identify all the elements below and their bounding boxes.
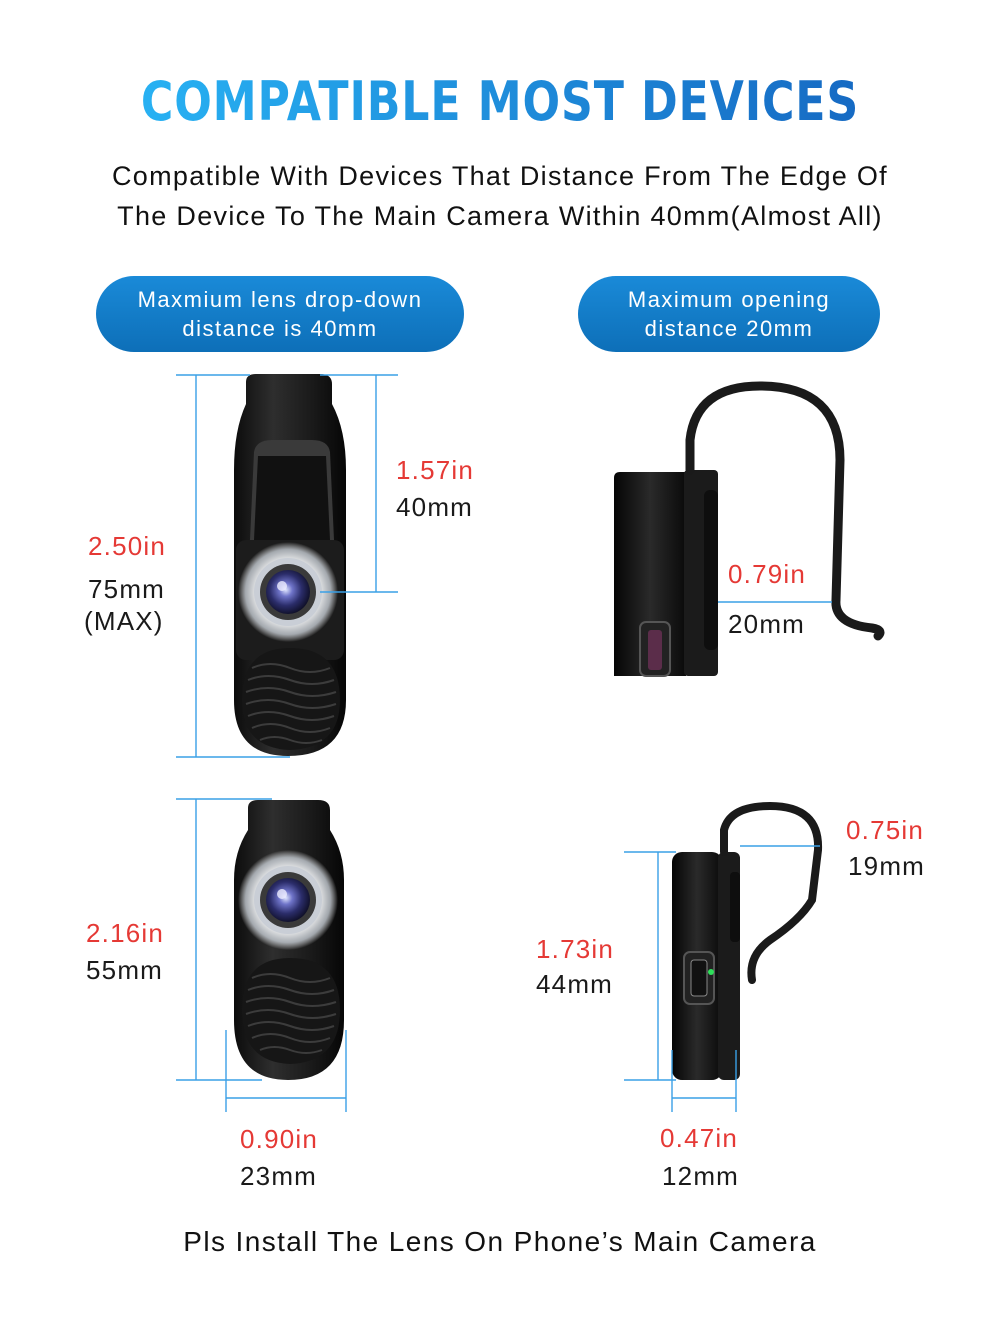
body-height-mm: 44mm <box>536 969 614 999</box>
drop-down-distance-badge: Maxmium lens drop-down distance is 40mm <box>96 276 464 352</box>
opening-distance-badge: Maximum opening distance 20mm <box>578 276 880 352</box>
extended-height-mm: 75mm <box>88 574 166 604</box>
retracted-height-mm: 55mm <box>86 955 164 985</box>
lens-icon <box>266 570 310 614</box>
retracted-lens-icon <box>266 878 310 922</box>
dimension-lines <box>176 374 832 1112</box>
clip-inches: 0.75in <box>846 815 925 845</box>
drop-down-badge-line-2: distance is 40mm <box>182 316 378 341</box>
lens-retracted-front-view <box>234 800 344 1080</box>
lens-retracted-side-view <box>672 801 823 1080</box>
width-mm: 23mm <box>240 1161 318 1191</box>
page-title: COMPATIBLE MOST DEVICES <box>90 70 910 133</box>
install-instruction: Pls Install The Lens On Phone’s Main Cam… <box>183 1226 817 1257</box>
lens-extended-side-view <box>614 381 885 677</box>
lens-extended-front-view <box>234 374 346 756</box>
extended-height-note: (MAX) <box>84 606 164 636</box>
retracted-height-inches: 2.16in <box>86 918 165 948</box>
opening-inches: 0.79in <box>728 559 807 589</box>
drop-down-inches: 1.57in <box>396 455 475 485</box>
opening-badge-line-1: Maximum opening <box>627 287 831 312</box>
body-height-inches: 1.73in <box>536 934 615 964</box>
thickness-mm: 12mm <box>662 1161 740 1191</box>
opening-mm: 20mm <box>728 609 806 639</box>
status-led-icon <box>708 969 714 975</box>
subtitle-line-1: Compatible With Devices That Distance Fr… <box>112 161 888 191</box>
subtitle-line-2: The Device To The Main Camera Within 40m… <box>117 201 883 231</box>
opening-badge-line-2: distance 20mm <box>644 316 814 341</box>
extended-height-inches: 2.50in <box>88 531 167 561</box>
clip-mm: 19mm <box>848 851 926 881</box>
width-inches: 0.90in <box>240 1124 319 1154</box>
drop-down-badge-line-1: Maxmium lens drop-down <box>137 287 423 312</box>
compatibility-description: Compatible With Devices That Distance Fr… <box>40 156 960 236</box>
thickness-inches: 0.47in <box>660 1123 739 1153</box>
drop-down-mm: 40mm <box>396 492 474 522</box>
